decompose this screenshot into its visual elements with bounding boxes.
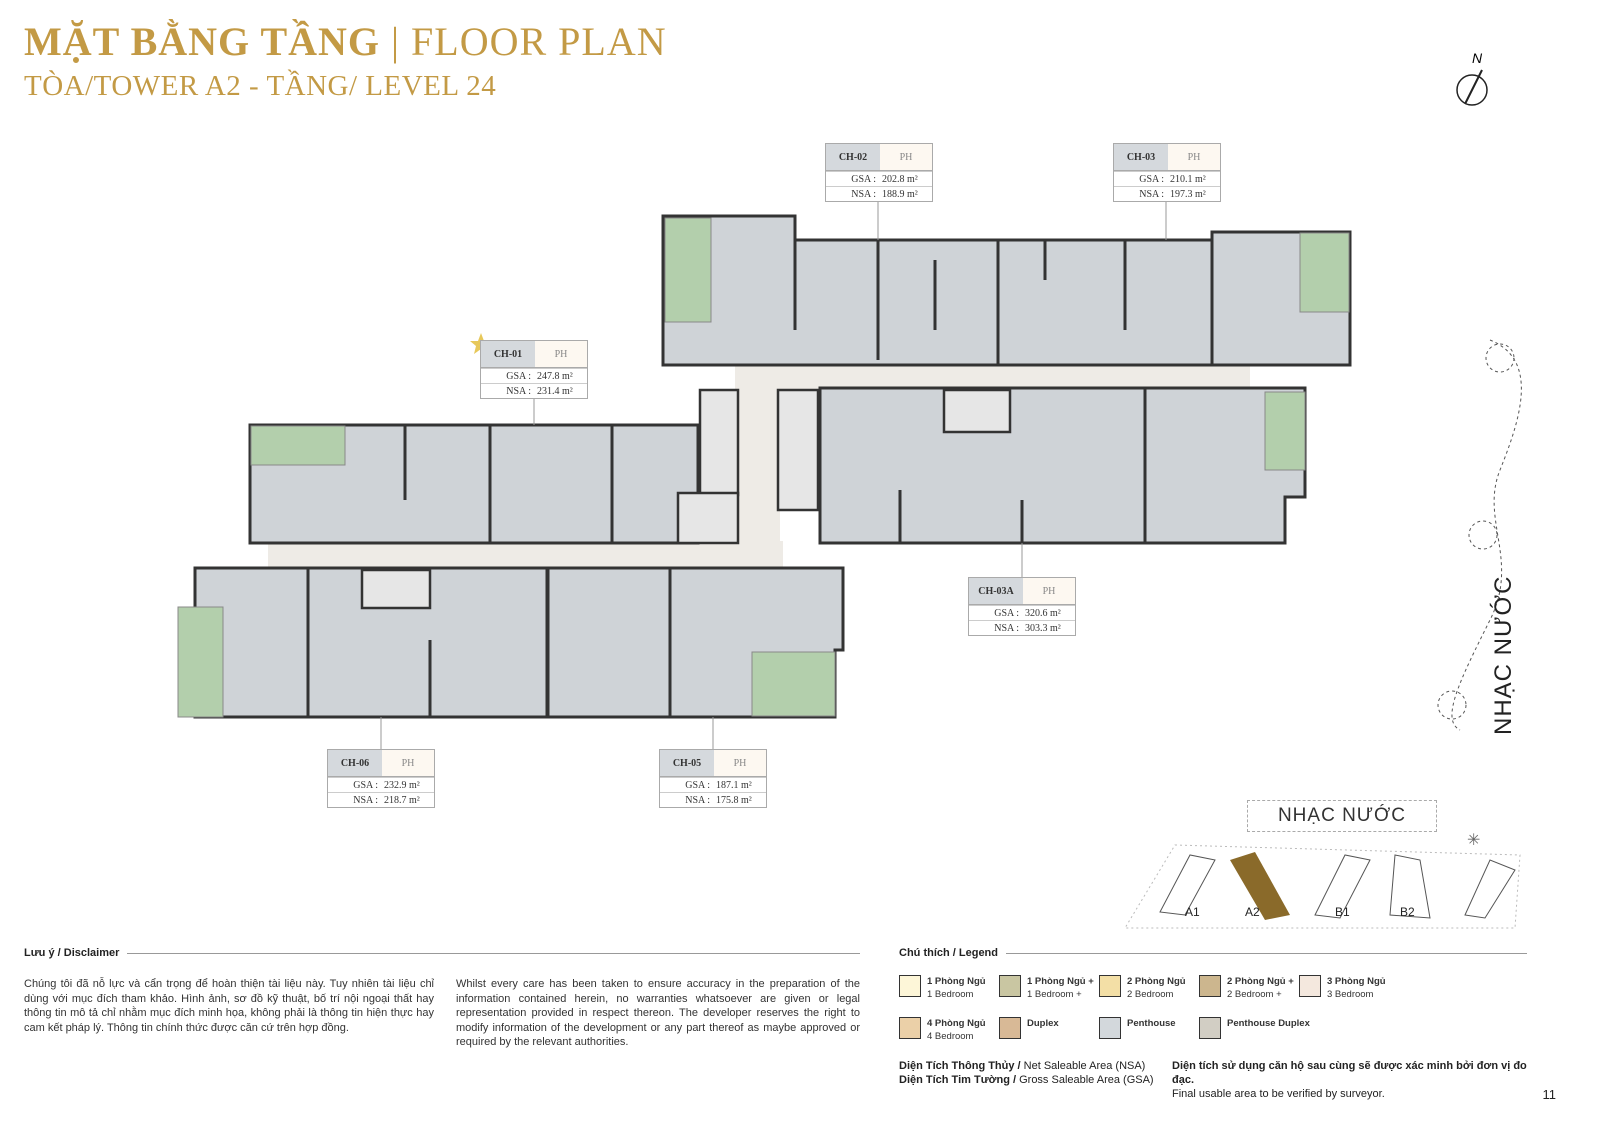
balcony bbox=[177, 606, 224, 718]
legend-heading: Chú thích / Legend bbox=[899, 947, 1527, 959]
corridor-upper bbox=[735, 362, 1250, 390]
site-map-label: NHẠC NƯỚC bbox=[1247, 800, 1437, 832]
corridor-link bbox=[735, 388, 780, 548]
page-number: 11 bbox=[1542, 1087, 1557, 1102]
svg-text:A1: A1 bbox=[1185, 905, 1200, 919]
legend-item: Penthouse bbox=[1099, 1017, 1176, 1039]
balcony bbox=[664, 217, 712, 323]
side-label: NHẠC NƯỚC bbox=[1490, 575, 1517, 735]
unit-ch-02 bbox=[661, 214, 1000, 367]
disclaimer-text-vi: Chúng tôi đã nỗ lực và cẩn trọng để hoàn… bbox=[24, 978, 434, 1034]
unit-ch-03a bbox=[818, 386, 1307, 545]
balcony bbox=[1299, 232, 1350, 313]
tower-a2-highlight bbox=[1230, 852, 1290, 920]
north-compass-icon bbox=[1456, 69, 1488, 106]
legend-item: 2 Phòng Ngủ +2 Bedroom + bbox=[1199, 975, 1294, 1001]
svg-text:B1: B1 bbox=[1335, 905, 1350, 919]
svg-text:B2: B2 bbox=[1400, 905, 1415, 919]
unit-ch-03 bbox=[996, 230, 1352, 367]
svg-text:A2: A2 bbox=[1245, 905, 1260, 919]
core bbox=[360, 388, 1012, 610]
site-minimap: A1 A2 B1 B2 ✳ bbox=[1124, 832, 1521, 929]
legend-item: 1 Phòng Ngủ +1 Bedroom + bbox=[999, 975, 1094, 1001]
disclaimer-text-en: Whilst every care has been taken to ensu… bbox=[456, 978, 860, 1048]
north-label: N bbox=[1472, 50, 1483, 66]
area-note: Diện tích sử dụng căn hộ sau cùng sẽ đượ… bbox=[1172, 1060, 1527, 1100]
legend-item: Duplex bbox=[999, 1017, 1059, 1039]
walkway-path bbox=[1451, 339, 1522, 731]
area-definitions: Diện Tích Thông Thủy / Net Saleable Area… bbox=[899, 1060, 1154, 1086]
balcony bbox=[250, 425, 346, 466]
disclaimer-heading: Lưu ý / Disclaimer bbox=[24, 947, 860, 959]
page-title: MẶT BẰNG TẦNG | FLOOR PLAN bbox=[24, 19, 667, 64]
corridor-lower bbox=[268, 541, 783, 569]
legend-item: Penthouse Duplex bbox=[1199, 1017, 1310, 1039]
balcony bbox=[751, 651, 836, 717]
compass-rose-icon: ✳ bbox=[1467, 832, 1480, 849]
page-subtitle: TÒA/TOWER A2 - TẦNG/ LEVEL 24 bbox=[24, 70, 497, 102]
balcony bbox=[1264, 391, 1306, 471]
